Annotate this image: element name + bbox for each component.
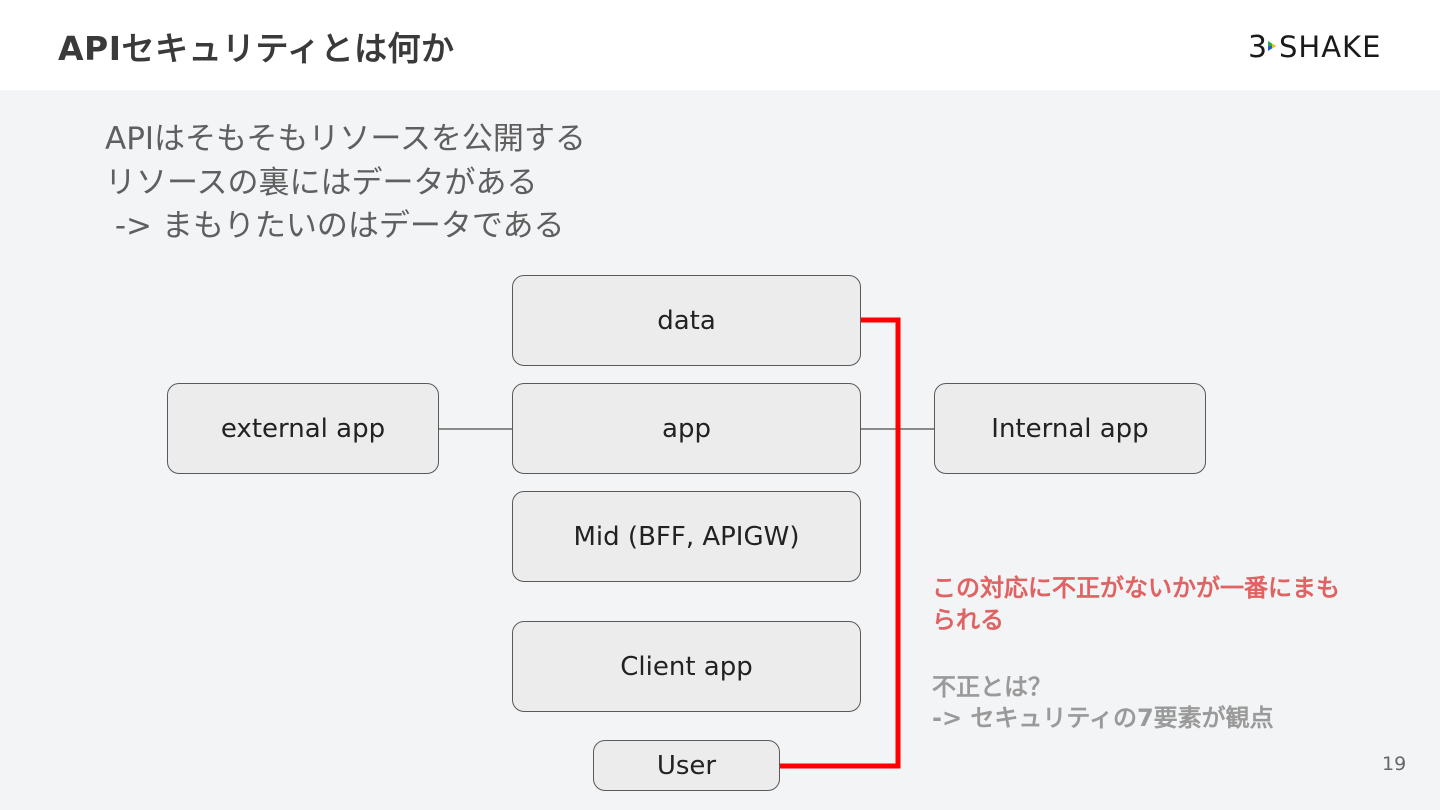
logo-word: SHAKE (1279, 30, 1381, 64)
internal-app-label: Internal app (991, 413, 1149, 444)
answer-note: -> セキュリティの7要素が観点 (932, 704, 1274, 732)
user-to-data-highlight-line (780, 317, 901, 769)
user-box-label: User (656, 750, 717, 781)
app-box-label: app (662, 413, 711, 444)
logo-digit: 3 (1248, 30, 1267, 65)
internal-app-box: Internal app (934, 383, 1206, 474)
data-box: data (512, 275, 861, 366)
client-app-label: Client app (620, 651, 753, 682)
lead-line-1: APIはそもそもリソースを公開する (105, 121, 586, 157)
data-box-label: data (657, 305, 716, 336)
slide-header: APIセキュリティとは何か 3 SHAKE (0, 0, 1440, 90)
lead-line-2: リソースの裏にはデータがある (105, 165, 538, 201)
mid-box: Mid (BFF, APIGW) (512, 491, 861, 582)
question-note: 不正とは？ (932, 673, 1052, 701)
external-app-label: external app (220, 413, 386, 444)
external-app-box: external app (167, 383, 439, 474)
client-app-box: Client app (512, 621, 861, 712)
mid-box-label: Mid (BFF, APIGW) (573, 521, 800, 552)
logo-accent-yellow (1272, 43, 1276, 49)
company-logo: 3 SHAKE (1248, 30, 1381, 65)
highlight-note: この対応に不正がないかが一番にまもられる (932, 574, 1340, 634)
lead-line-3: -> まもりたいのはデータである (105, 208, 565, 244)
page-number: 19 (1382, 753, 1407, 775)
user-box: User (593, 740, 780, 791)
slide-title: APIセキュリティとは何か (58, 29, 455, 68)
app-box: app (512, 383, 861, 474)
